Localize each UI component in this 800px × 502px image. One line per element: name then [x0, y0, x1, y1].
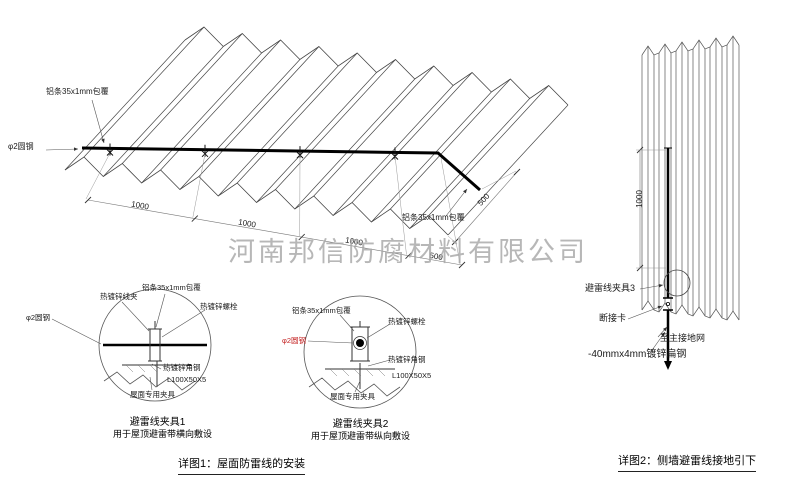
detail-1-clamp-section: [51, 288, 212, 402]
detail-reference-circle: [663, 269, 691, 297]
aluminum-wrap: [353, 336, 367, 350]
caption-detail1: 详图1：屋面防雷线的安装: [178, 455, 306, 475]
detail2-label-roof-clamp: 屋面专用夹具: [330, 392, 375, 401]
extension-lines: [85, 152, 517, 265]
detail1-label-roof-clamp: 屋面专用夹具: [130, 390, 175, 399]
clamp-detail-drawings: [51, 288, 417, 409]
galvanized-clamp: [148, 321, 162, 362]
label-round-steel-main: φ2圆钢: [8, 142, 34, 151]
wall-label-disconnect: 断接卡: [599, 313, 627, 323]
wire-section-dot: [356, 339, 364, 347]
angle-steel: [122, 361, 192, 387]
disconnect-bolt: [666, 301, 671, 306]
wall-dimension-1000: 1000: [635, 190, 644, 208]
detail1-title: 避雷线夹具1: [129, 417, 186, 428]
detail1-label-bolt: 热镀锌螺栓: [200, 302, 238, 311]
wall-label-clamp3: 避雷线夹具3: [585, 283, 636, 293]
to-ground-arrow: [664, 361, 672, 370]
leader-lines: [45, 99, 468, 217]
detail-2-clamp-section: [303, 295, 417, 409]
wall-label-to-ground: 至主接地网: [660, 333, 706, 343]
label-aluminum-strip-top: 铝条35x1mm包覆: [46, 87, 109, 96]
detail2-label-round-steel: φ2圆钢: [282, 336, 307, 345]
galvanized-clamp: [350, 321, 370, 362]
detail1-label-wire-clip: 热镀锌线夹: [100, 292, 138, 301]
detail2-leaders: [307, 314, 391, 393]
detail1-label-round-steel: φ2圆钢: [26, 313, 51, 322]
dimension-chain: [87, 171, 518, 266]
detail1-label-angle-steel: 热镀锌角钢: [163, 363, 201, 372]
angle-hatch: [329, 368, 386, 377]
roof-sheet-section: [103, 371, 196, 391]
detail1-label-strip: 铝条35x1mm包覆: [142, 283, 201, 292]
detail1-leaders: [51, 293, 206, 391]
roof-axonometric-drawing: [45, 26, 569, 269]
wall-leaders: [627, 283, 668, 354]
caption-detail2: 详图2：侧墙避雷线接地引下: [618, 452, 757, 472]
detail1-label-angle-spec: L100X50X5: [167, 375, 207, 384]
detail2-label-angle-steel: 热镀锌角钢: [388, 355, 426, 364]
roof-sheet-section: [308, 377, 401, 397]
detail2-label-strip: 铝条35x1mm包覆: [292, 306, 351, 315]
angle-steel: [325, 363, 395, 389]
detail1-subtitle: 用于屋顶避雷带横向敷设: [112, 429, 212, 439]
detail2-label-angle-spec: L100X50X5: [392, 371, 432, 380]
down-conductor: [663, 147, 691, 370]
detail2-label-bolt: 热镀锌螺栓: [388, 317, 426, 326]
angle-hatch: [125, 364, 182, 373]
detail2-title: 避雷线夹具2: [332, 419, 389, 430]
wall-elevation-drawing: [627, 35, 740, 370]
wall-dimension: [636, 146, 666, 272]
lightning-wire: [81, 146, 481, 192]
detail2-subtitle: 用于屋顶避雷带纵向敷设: [310, 431, 410, 441]
wall-label-flat-steel: -40mmx4mm镀锌扁钢: [588, 349, 687, 360]
corrugated-wall-panel: [641, 35, 740, 321]
label-aluminum-strip-right: 铝条35x1mm包覆: [402, 213, 465, 222]
